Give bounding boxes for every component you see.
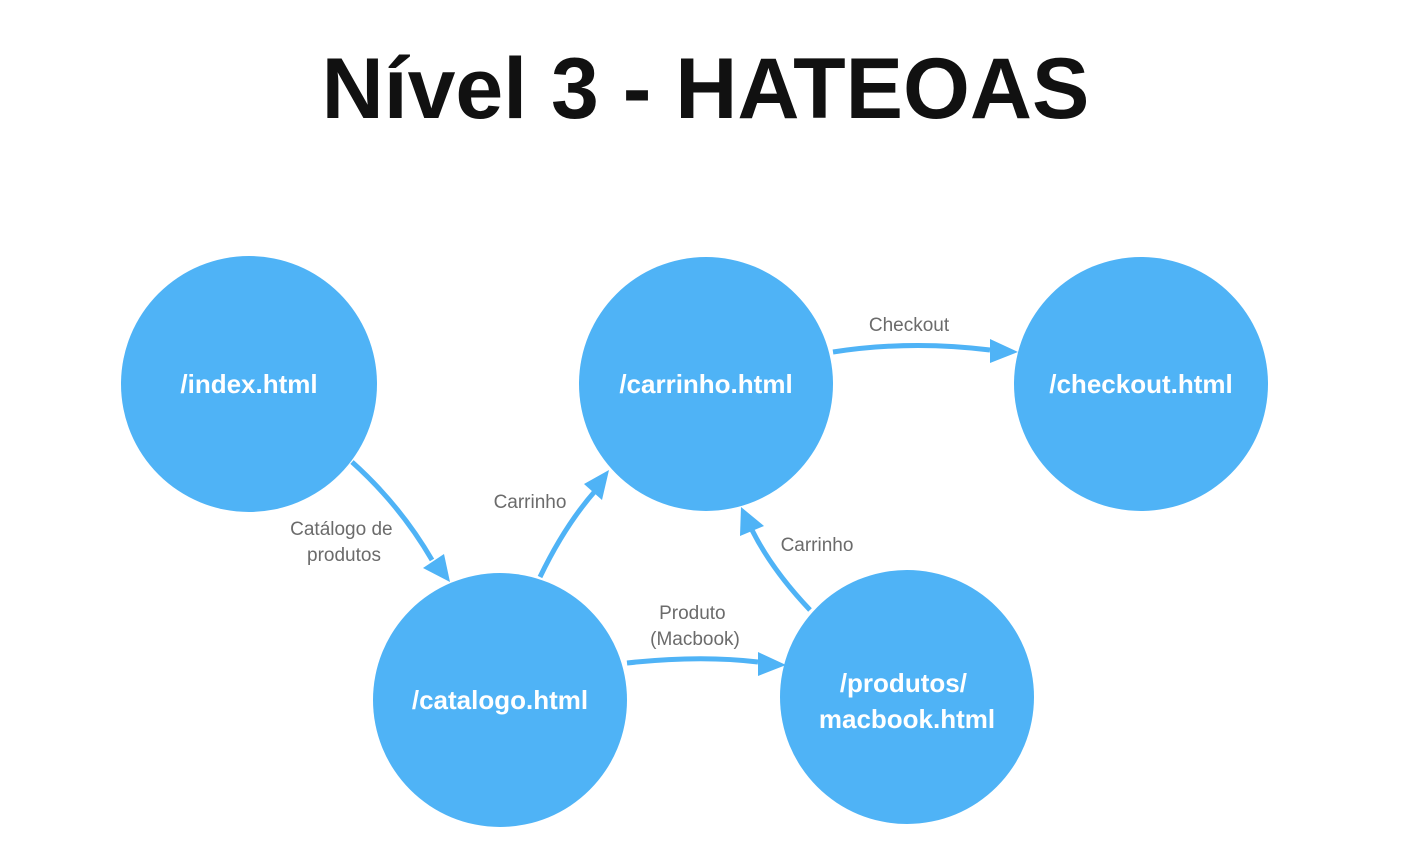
edge-index-catalogo: Catálogo de produtos bbox=[290, 460, 450, 582]
node-label-line: /carrinho.html bbox=[619, 369, 792, 399]
edge-label-line: Catálogo de bbox=[290, 519, 392, 540]
edge-label-catalogo-produto: Produto (Macbook) bbox=[650, 603, 740, 650]
node-label-catalogo: /catalogo.html bbox=[412, 685, 588, 715]
node-checkout: /checkout.html bbox=[1014, 257, 1268, 511]
edge-label-line: produtos bbox=[307, 545, 381, 566]
edge-label-produto-carrinho: Carrinho bbox=[781, 535, 854, 556]
node-label-line: /produtos/ bbox=[840, 668, 967, 698]
edge-label-line: Carrinho bbox=[494, 492, 567, 513]
edge-label-line: Checkout bbox=[869, 315, 950, 336]
edge-label-line: Produto bbox=[659, 603, 726, 624]
arrow-head bbox=[584, 470, 609, 500]
arrow-head bbox=[990, 339, 1018, 363]
node-label-checkout: /checkout.html bbox=[1049, 369, 1232, 399]
edge-label-line: Carrinho bbox=[781, 535, 854, 556]
node-label-line: /checkout.html bbox=[1049, 369, 1232, 399]
edge-carrinho-checkout: Checkout bbox=[832, 315, 1018, 363]
node-label-line: macbook.html bbox=[819, 704, 995, 734]
edge-catalogo-carrinho: Carrinho bbox=[494, 470, 609, 579]
node-label-produto: /produtos/ macbook.html bbox=[819, 668, 995, 734]
edge-label-index-catalogo: Catálogo de produtos bbox=[290, 519, 398, 566]
node-produto: /produtos/ macbook.html bbox=[780, 570, 1034, 824]
arrow-head bbox=[740, 507, 764, 536]
node-label-line: /index.html bbox=[180, 369, 317, 399]
node-label-index: /index.html bbox=[180, 369, 317, 399]
node-label-line: /catalogo.html bbox=[412, 685, 588, 715]
arrow-head bbox=[423, 554, 450, 582]
slide-title: Nível 3 - HATEOAS bbox=[321, 41, 1090, 137]
edge-catalogo-produto: Produto (Macbook) bbox=[626, 603, 786, 676]
node-index: /index.html bbox=[121, 256, 377, 512]
edge-label-catalogo-carrinho: Carrinho bbox=[494, 492, 567, 513]
node-carrinho: /carrinho.html bbox=[579, 257, 833, 511]
arrow-head bbox=[758, 652, 786, 676]
edge-label-carrinho-checkout: Checkout bbox=[869, 315, 950, 336]
node-catalogo: /catalogo.html bbox=[373, 573, 627, 827]
node-label-carrinho: /carrinho.html bbox=[619, 369, 792, 399]
edge-produto-carrinho: Carrinho bbox=[740, 507, 854, 612]
edge-label-line: (Macbook) bbox=[650, 629, 740, 650]
